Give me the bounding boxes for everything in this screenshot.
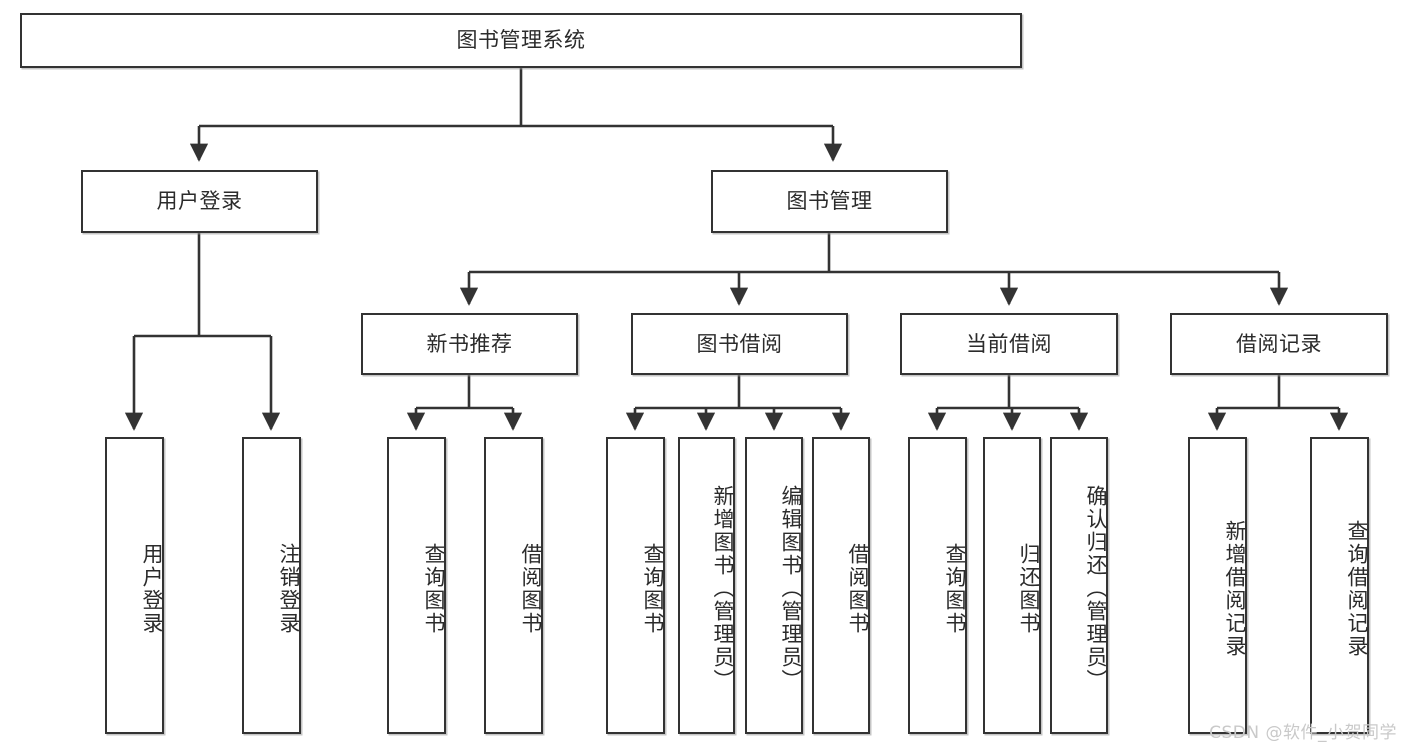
leaf-edit-book-admin-label: 编辑图书（管理员）: [779, 485, 803, 692]
leaf-edit-book-admin[interactable]: 编辑图书（管理员）: [745, 437, 803, 734]
node-user-login[interactable]: 用户登录: [81, 170, 318, 233]
leaf-query-borrow-record[interactable]: 查询借阅记录: [1310, 437, 1369, 734]
node-current-borrow[interactable]: 当前借阅: [900, 313, 1118, 375]
leaf-borrow-book[interactable]: 借阅图书: [812, 437, 870, 734]
leaf-query-borrow-record-label: 查询借阅记录: [1345, 519, 1369, 658]
node-borrow-record-label: 借阅记录: [1236, 331, 1322, 356]
node-current-borrow-label: 当前借阅: [966, 331, 1052, 356]
leaf-confirm-return-admin-label: 确认归还（管理员）: [1084, 485, 1108, 692]
node-book-borrow-label: 图书借阅: [696, 331, 783, 356]
node-book-management[interactable]: 图书管理: [711, 170, 948, 233]
leaf-user-login[interactable]: 用户登录: [105, 437, 164, 734]
leaf-add-borrow-record-label: 新增借阅记录: [1223, 519, 1247, 658]
node-user-login-label: 用户登录: [156, 189, 243, 213]
leaf-add-borrow-record[interactable]: 新增借阅记录: [1188, 437, 1247, 734]
leaf-confirm-return-admin[interactable]: 确认归还（管理员）: [1050, 437, 1108, 734]
node-borrow-record[interactable]: 借阅记录: [1170, 313, 1388, 375]
leaf-logout[interactable]: 注销登录: [242, 437, 301, 734]
watermark: CSDN @软件_小贺同学: [1209, 723, 1397, 743]
leaf-query-book-current[interactable]: 查询图书: [908, 437, 967, 734]
leaf-return-book-label: 归还图书: [1017, 542, 1041, 635]
leaf-query-book-current-label: 查询图书: [943, 542, 967, 635]
node-book-management-label: 图书管理: [786, 189, 873, 213]
leaf-add-book-admin-label: 新增图书（管理员）: [711, 485, 735, 692]
leaf-borrow-book-recommend-label: 借阅图书: [519, 542, 543, 635]
leaf-query-book-borrow-label: 查询图书: [641, 542, 665, 635]
leaf-query-book-borrow[interactable]: 查询图书: [606, 437, 665, 734]
leaf-query-book-recommend[interactable]: 查询图书: [387, 437, 446, 734]
leaf-user-login-label: 用户登录: [140, 542, 164, 635]
leaf-add-book-admin[interactable]: 新增图书（管理员）: [678, 437, 735, 734]
node-new-book-recommend-label: 新书推荐: [426, 331, 513, 356]
leaf-logout-label: 注销登录: [277, 542, 301, 635]
leaf-borrow-book-recommend[interactable]: 借阅图书: [484, 437, 543, 734]
node-root[interactable]: 图书管理系统: [20, 13, 1022, 68]
node-new-book-recommend[interactable]: 新书推荐: [361, 313, 578, 375]
node-root-label: 图书管理系统: [456, 28, 586, 52]
leaf-return-book[interactable]: 归还图书: [983, 437, 1041, 734]
leaf-borrow-book-label: 借阅图书: [846, 542, 870, 635]
leaf-query-book-recommend-label: 查询图书: [422, 542, 446, 635]
node-book-borrow[interactable]: 图书借阅: [631, 313, 848, 375]
